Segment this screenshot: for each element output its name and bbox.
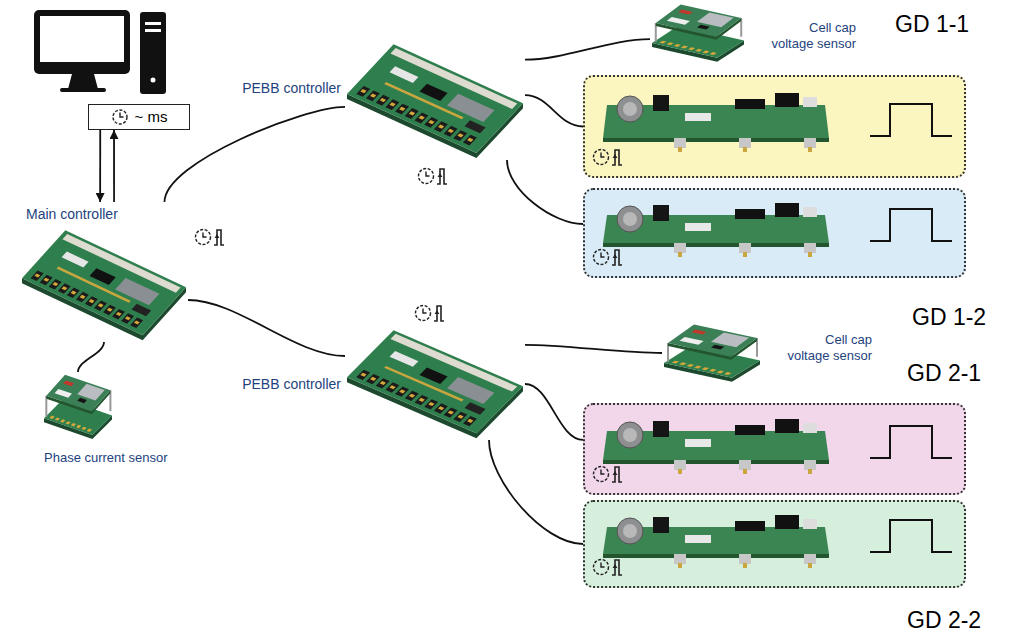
clock-pulse-icon bbox=[196, 230, 225, 246]
signal-cable bbox=[507, 160, 583, 224]
voltage-sensor-board: Cell cap voltage sensor bbox=[662, 322, 762, 384]
sensor-board-picture bbox=[42, 372, 114, 442]
signal-cable bbox=[525, 39, 650, 60]
period-label: ~ ms bbox=[135, 109, 168, 126]
gate-driver-box: GD 2-2 bbox=[583, 500, 966, 588]
gate-driver-box: GD 1-2 bbox=[583, 188, 966, 278]
signal-cable bbox=[489, 440, 583, 544]
signal-cable bbox=[525, 345, 662, 353]
clock-icon bbox=[111, 108, 129, 126]
label-holder: PEBB controller bbox=[242, 376, 341, 393]
controller-board-picture bbox=[345, 42, 525, 160]
current-sensor-board: Phase current sensor bbox=[42, 372, 114, 442]
gate-driver-box: GD 2-1 bbox=[583, 403, 966, 495]
controller-board-picture bbox=[20, 228, 188, 342]
main-controller-board: Main controller bbox=[20, 202, 188, 342]
gate-driver-label: GD 1-1 bbox=[895, 11, 969, 37]
board-label: Main controller bbox=[26, 206, 118, 223]
sensor-board-picture bbox=[662, 322, 762, 384]
pebb-controller-board: PEBB controller bbox=[345, 42, 525, 160]
gate-driver-label: GD 1-2 bbox=[912, 304, 986, 330]
clock-pulse-icon bbox=[419, 169, 448, 185]
gate-driver-label: GD 2-2 bbox=[907, 607, 981, 633]
label-holder: Main controller bbox=[26, 206, 118, 223]
label-holder: GD 1-2 bbox=[912, 304, 986, 330]
gate-driver-picture bbox=[585, 190, 964, 276]
signal-cable bbox=[525, 95, 583, 126]
label-holder: Phase current sensor bbox=[44, 450, 168, 466]
gate-driver-picture bbox=[585, 502, 964, 586]
gate-driver-picture bbox=[585, 405, 964, 493]
data-arrow bbox=[99, 130, 101, 202]
data-arrow bbox=[113, 130, 115, 202]
gate-driver-label: GD 2-1 bbox=[907, 360, 981, 386]
sensor-board-picture bbox=[650, 2, 746, 64]
gate-driver-picture bbox=[585, 77, 964, 176]
clock-pulse-icon bbox=[416, 306, 445, 322]
computer-icon bbox=[34, 10, 166, 94]
label-holder: PEBB controller bbox=[242, 80, 341, 97]
label-holder: Cell cap voltage sensor bbox=[780, 332, 872, 363]
signal-cable bbox=[164, 107, 345, 202]
label-holder: GD 2-2 bbox=[907, 607, 981, 633]
controller-board-picture bbox=[345, 328, 525, 440]
board-label: Cell cap voltage sensor bbox=[780, 332, 872, 363]
signal-cable bbox=[78, 342, 104, 372]
gate-driver-box: GD 1-1 bbox=[583, 75, 966, 178]
label-holder: GD 1-1 bbox=[895, 11, 969, 37]
board-label: PEBB controller bbox=[242, 376, 341, 393]
board-label: Cell cap voltage sensor bbox=[764, 20, 856, 51]
signal-cable bbox=[525, 384, 583, 440]
board-label: PEBB controller bbox=[242, 80, 341, 97]
pebb-controller-board: PEBB controller bbox=[345, 328, 525, 440]
label-holder: GD 2-1 bbox=[907, 360, 981, 386]
timing-box: ~ ms bbox=[88, 104, 190, 130]
label-holder: Cell cap voltage sensor bbox=[764, 20, 856, 51]
voltage-sensor-board: Cell cap voltage sensor bbox=[650, 2, 746, 64]
signal-cable bbox=[188, 300, 345, 356]
board-label: Phase current sensor bbox=[44, 450, 168, 466]
